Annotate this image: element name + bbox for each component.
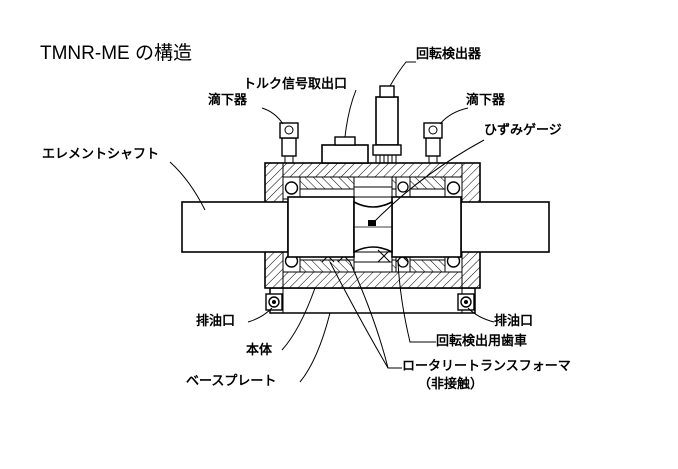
dripper-right (423, 122, 443, 163)
label-body: 本体 (246, 343, 273, 358)
torque-signal-connector (321, 136, 369, 164)
label-strain-gauge: ひずみゲージ (484, 123, 562, 138)
dripper-left (279, 122, 299, 163)
leader-lines (169, 61, 495, 383)
drain-plug-right (457, 293, 475, 311)
label-non-contact: （非接触） (418, 377, 484, 392)
label-dripper-right: 滴下器 (466, 93, 506, 108)
drain-plug-left (265, 293, 283, 311)
element-shaft (181, 196, 550, 258)
base-plate (269, 287, 476, 314)
label-dripper-left: 滴下器 (208, 93, 248, 108)
label-torque-signal: トルク信号取出口 (243, 77, 348, 92)
label-drain-left: 排油口 (196, 314, 236, 329)
encoder-unit (372, 85, 402, 163)
label-drain-right: 排油口 (494, 314, 534, 329)
label-encoder-gear: 回転検出用歯車 (436, 334, 528, 349)
label-base-plate: ベースプレート (186, 374, 277, 389)
label-rotary-transformer: ロータリートランスフォーマ (402, 359, 571, 374)
label-element-shaft: エレメントシャフト (42, 147, 160, 162)
label-encoder: 回転検出器 (416, 47, 482, 62)
diagram-title: TMNR-ME の構造 (40, 43, 192, 64)
